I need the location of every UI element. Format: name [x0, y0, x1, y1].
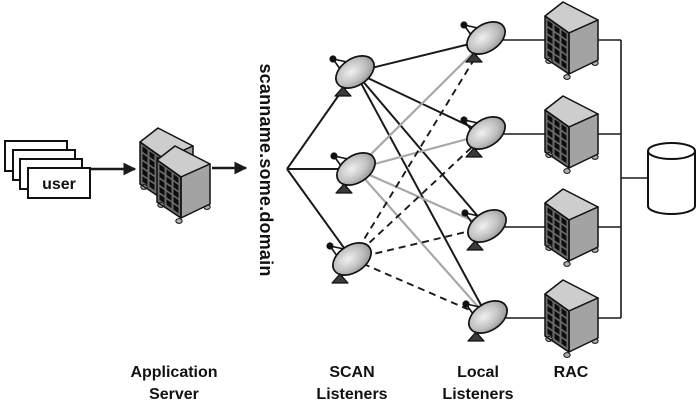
rac-node-1-server-tower-icon — [544, 1, 599, 81]
diagram-labels: Application Server SCAN Listeners Local … — [130, 364, 588, 403]
application-server — [139, 127, 211, 225]
edge-scan1-local3 — [354, 71, 488, 228]
edge-scan1-local1 — [354, 39, 487, 73]
edge-scan1-local2 — [354, 71, 487, 135]
edge-scan3-local1 — [351, 39, 487, 260]
edge-scan2-local4 — [355, 168, 489, 319]
edge-hub-scan3 — [286, 168, 353, 260]
user-stack: user — [4, 140, 91, 199]
local-listener-4-satellite-dish-icon — [461, 293, 515, 343]
edge-scan2-local2 — [355, 132, 487, 171]
rac-node-2-server-tower-icon — [544, 95, 599, 175]
rac-node-4-server-tower-icon — [544, 279, 599, 359]
scan-listener-3-satellite-dish-icon — [325, 235, 379, 285]
user-card — [27, 167, 91, 199]
local-listeners-label-line2: Listeners — [442, 386, 513, 403]
server-tower-icon — [156, 145, 211, 225]
local-listener-3-satellite-dish-icon — [460, 202, 514, 252]
connection-lines — [91, 39, 655, 319]
user-label: user — [42, 176, 76, 193]
scan-domain-label: scanname.some.domain — [256, 63, 276, 276]
rac-label: RAC — [554, 364, 589, 381]
edge-scan3-local4 — [351, 258, 489, 319]
edge-scan3-local2 — [351, 133, 487, 260]
application-server-label-line2: Server — [149, 386, 199, 403]
rac-node-3-server-tower-icon — [544, 188, 599, 268]
edge-scan2-local3 — [355, 167, 488, 229]
shared-storage-database-cylinder-icon — [647, 142, 696, 215]
scan-listeners-label-line2: Listeners — [316, 386, 387, 403]
edge-scan1-local4 — [354, 71, 489, 319]
local-listeners-label-line1: Local — [457, 364, 499, 381]
scan-listener-1-satellite-dish-icon — [328, 48, 382, 98]
application-server-label-line1: Application — [130, 364, 217, 381]
scan-listeners-label-line1: SCAN — [329, 364, 374, 381]
edge-scan3-local3 — [351, 226, 488, 260]
edge-scan2-local1 — [355, 39, 487, 170]
local-listener-1-satellite-dish-icon — [459, 14, 513, 64]
